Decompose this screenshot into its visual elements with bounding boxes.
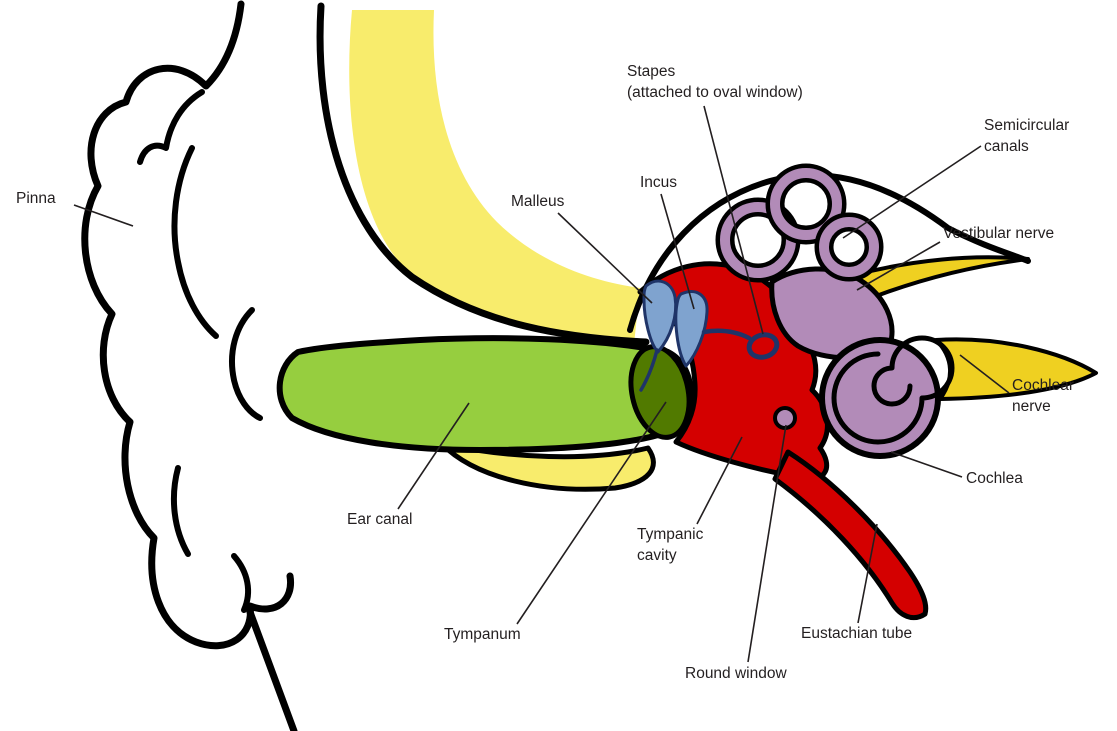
malleus-handle bbox=[639, 348, 659, 392]
pinna-fold-lower bbox=[170, 465, 191, 557]
semicircular-canal-loop bbox=[770, 168, 842, 240]
cochlea-spiral bbox=[831, 335, 955, 445]
leader-line-eustachian-tube bbox=[857, 523, 878, 624]
label-incus: Incus bbox=[640, 174, 678, 191]
ossicles-group bbox=[639, 279, 780, 392]
leader-line-tympanic-cavity bbox=[696, 436, 743, 525]
incus-shape bbox=[674, 290, 709, 368]
label-semicircular-canals: Semicircular canals bbox=[984, 117, 1070, 155]
label-eustachian-tube: Eustachian tube bbox=[801, 625, 913, 642]
temporal-bone-shape bbox=[349, 10, 640, 344]
pinna-fold-concha bbox=[229, 307, 263, 421]
inner-ear-group bbox=[715, 163, 955, 459]
stapes-stem bbox=[701, 328, 752, 341]
leader-line-cochlear-nerve bbox=[959, 354, 1010, 394]
label-stapes: Stapes (attached to oval window) bbox=[627, 63, 803, 101]
temporal-bone-group bbox=[316, 2, 1031, 492]
leader-line-stapes bbox=[703, 105, 764, 335]
leader-line-round-window bbox=[747, 424, 787, 663]
leader-line-tympanum bbox=[516, 401, 667, 625]
head-outline-bottom bbox=[246, 608, 298, 731]
label-tympanic-cavity: Tympanic cavity bbox=[637, 526, 704, 564]
pinna-group bbox=[81, 0, 298, 731]
lower-bone-shape bbox=[439, 441, 656, 492]
eustachian-tube-shape bbox=[772, 449, 929, 620]
tympanum-shape bbox=[628, 344, 692, 440]
label-pinna: Pinna bbox=[16, 190, 56, 207]
label-tympanum: Tympanum bbox=[444, 626, 521, 643]
leader-line-incus bbox=[660, 193, 695, 310]
leader-line-pinna bbox=[73, 204, 134, 227]
label-vestibular-nerve: Vestibular nerve bbox=[943, 225, 1055, 242]
semicircular-canal-loop bbox=[819, 217, 879, 277]
pinna-outline bbox=[81, 0, 295, 650]
label-round-window: Round window bbox=[685, 665, 787, 682]
leader-line-semicircular-canals bbox=[842, 145, 982, 239]
label-cochlea: Cochlea bbox=[966, 470, 1023, 487]
skull-outline-curve bbox=[316, 2, 650, 346]
leader-line-cochlea bbox=[890, 451, 963, 478]
leader-line-malleus bbox=[557, 212, 653, 304]
semicircular-canals-group bbox=[715, 163, 884, 283]
ear-canal-shape bbox=[276, 335, 694, 453]
pinna-fold-antihelix bbox=[171, 145, 219, 339]
leader-lines-group bbox=[73, 105, 1010, 663]
round-window-shape bbox=[773, 406, 797, 430]
label-cochlear-nerve: Cochlear nerve bbox=[1012, 377, 1075, 415]
pinna-fold-top bbox=[137, 89, 205, 165]
stapes-shape bbox=[746, 332, 780, 360]
leader-line-ear-canal bbox=[397, 402, 470, 510]
label-malleus: Malleus bbox=[511, 193, 565, 210]
ear-canal-group bbox=[276, 335, 694, 453]
label-ear-canal: Ear canal bbox=[347, 511, 413, 528]
pinna-fill bbox=[84, 4, 291, 646]
pinna-fold-lobe bbox=[231, 553, 252, 613]
leader-line-vestibular-nerve bbox=[856, 241, 941, 291]
